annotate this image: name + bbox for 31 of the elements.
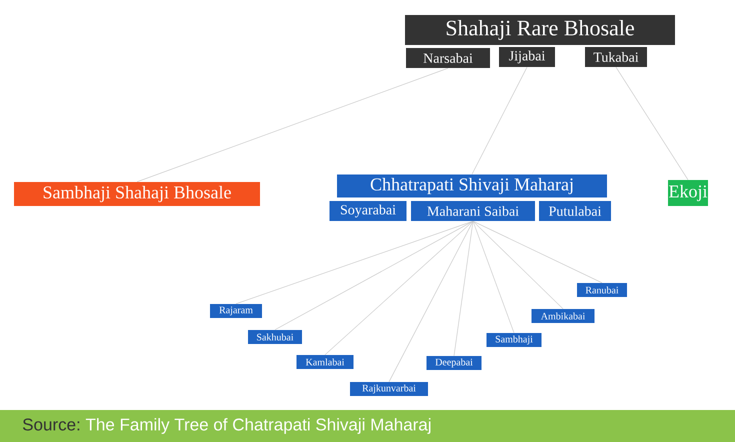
source-label: Source: [22,418,80,431]
name-box: Kamlabai [296,355,354,369]
name-box: Rajaram [210,304,262,318]
connector-line [472,220,514,334]
connector-line [274,220,474,330]
name-box: Shahaji Rare Bhosale [405,15,675,45]
name-box: Chhatrapati Shivaji Maharaj [337,174,607,198]
connector-line [472,220,602,284]
connector-line [136,68,448,182]
name-box: Sambhaji Shahaji Bhosale [14,182,260,206]
connector-line [236,220,474,304]
name-box: Ranubai [577,283,627,297]
name-box: Putulabai [539,201,611,221]
name-box: Tukabai [585,47,647,67]
name-box: Rajkunvarbai [350,382,428,396]
connector-line [388,220,474,382]
caption: The Family Tree of Chatrapati Shivaji Maharaj [86,418,430,434]
name-box: Ekoji [668,180,708,206]
name-box: Sakhubai [248,330,302,344]
name-box: Deepabai [426,356,482,370]
name-box: Narsabai [406,48,490,68]
name-box: Maharani Saibai [411,201,535,221]
name-box: Sambhaji [486,333,542,347]
name-box: Jijabai [499,47,555,67]
connector-line [472,66,528,175]
connector-line [324,220,474,356]
name-box: Soyarabai [330,201,406,221]
connector-line [454,220,474,356]
connector-line [472,220,564,310]
connector-line [616,66,688,180]
name-box: Ambikabai [532,309,594,323]
